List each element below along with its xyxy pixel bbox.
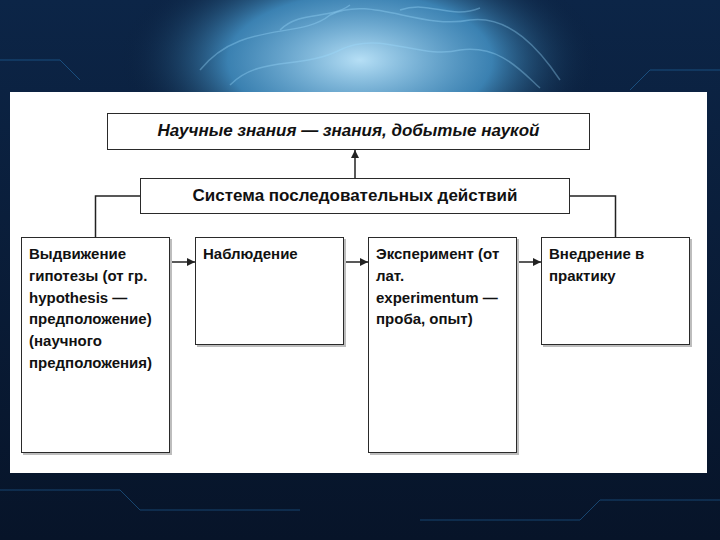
box-text: Система последовательных действий: [151, 185, 559, 207]
box-text: Научные знания — знания, добытые наукой: [118, 120, 579, 142]
process-box: Эксперимент (от лат. experimentum — проб…: [368, 237, 517, 453]
connector: [570, 196, 616, 237]
definition-box: Научные знания — знания, добытые наукой: [107, 113, 590, 150]
content-panel: [10, 92, 707, 473]
connector: [96, 196, 141, 237]
brain-folds: [200, 5, 560, 88]
process-box: Выдвижение гипотезы (от гр. hypothesis —…: [21, 237, 170, 453]
connector: [170, 261, 195, 263]
connector: [354, 150, 356, 178]
box-text: Наблюдение: [203, 243, 336, 265]
connector: [517, 261, 541, 263]
circuit-lines: [0, 60, 720, 520]
process-box: Внедрение в практику: [541, 237, 690, 345]
system-box: Система последовательных действий: [140, 178, 570, 214]
process-box: Наблюдение: [195, 237, 344, 345]
box-text: Эксперимент (от лат. experimentum — проб…: [376, 243, 509, 330]
box-text: Внедрение в практику: [549, 243, 682, 287]
box-text: Выдвижение гипотезы (от гр. hypothesis —…: [29, 243, 162, 374]
connector: [344, 261, 368, 263]
